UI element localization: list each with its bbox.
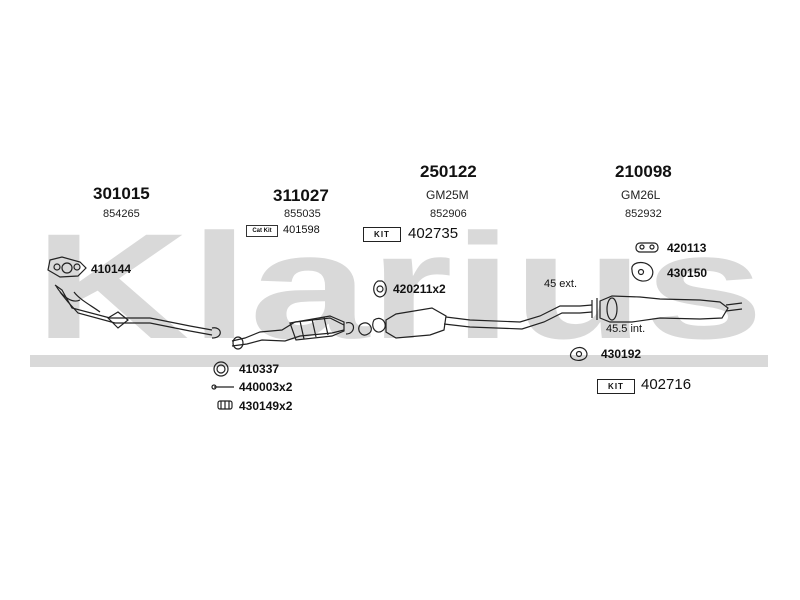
group-1-number: 301015 [93,184,150,203]
note-ext: 45 ext. [544,278,578,290]
middle-silencer-icon [358,305,580,339]
part-440003-label: 440003x2 [239,380,293,394]
spring-430149-icon [217,400,233,410]
group-1-subnumber: 854265 [103,208,140,220]
kit-2-number: 402716 [641,376,692,393]
watermark-band [30,355,768,367]
group-2-number: 311027 [273,186,329,205]
bolt-440003-icon [211,384,234,390]
part-430192-label: 430192 [601,347,642,361]
cat-kit-badge: Cat Kit [246,225,278,237]
part-420113-label: 420113 [667,241,707,255]
part-430149-label: 430149x2 [239,399,293,413]
hanger-430150-icon [631,261,654,282]
group-3-number: 250122 [420,162,477,181]
part-410337-label: 410337 [239,362,280,376]
ring-410337-icon [213,361,229,377]
group-4-code: GM26L [621,188,661,202]
group-2-subnumber: 855035 [284,208,321,220]
bracket-420113-icon [635,242,659,253]
group-4-number: 210098 [615,162,672,181]
kit-2-badge: KIT [597,379,635,394]
hanger-430192-icon [569,346,588,361]
group-3-subnumber: 852906 [430,208,467,220]
front-pipe-icon [54,284,221,339]
catalytic-converter-icon [231,315,355,350]
part-430150-label: 430150 [667,266,708,280]
gasket-410144-icon [47,256,87,278]
watermark: Klarius [30,202,768,370]
kit-1-badge: KIT [363,227,401,242]
cat-kit-number: 401598 [283,224,320,236]
group-3-code: GM25M [426,188,469,202]
group-4-subnumber: 852932 [625,208,662,220]
hanger-420211-icon [373,280,387,298]
part-420211-label: 420211x2 [393,282,446,296]
part-410144-label: 410144 [91,262,132,276]
kit-1-number: 402735 [408,225,459,242]
rear-silencer-icon [579,295,743,323]
note-int: 45.5 int. [606,323,646,335]
